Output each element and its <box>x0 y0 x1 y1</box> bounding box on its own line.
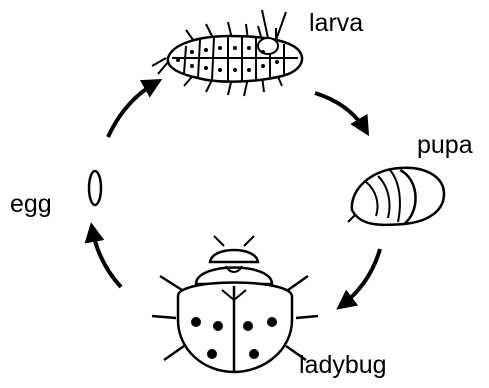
arrow-pupa-to-ladybug <box>341 249 380 306</box>
arrow-larva-to-pupa <box>315 93 366 131</box>
pupa-illustration <box>348 168 444 225</box>
arrow-egg-to-larva <box>108 82 157 137</box>
arrow-ladybug-to-egg <box>92 228 121 287</box>
larva-illustration <box>152 10 302 96</box>
egg-label: egg <box>10 192 52 217</box>
pupa-label: pupa <box>417 133 473 158</box>
egg-illustration <box>89 171 101 205</box>
ladybug-label: ladybug <box>299 353 387 378</box>
ladybug-illustration <box>152 236 318 372</box>
larva-label: larva <box>309 11 363 36</box>
